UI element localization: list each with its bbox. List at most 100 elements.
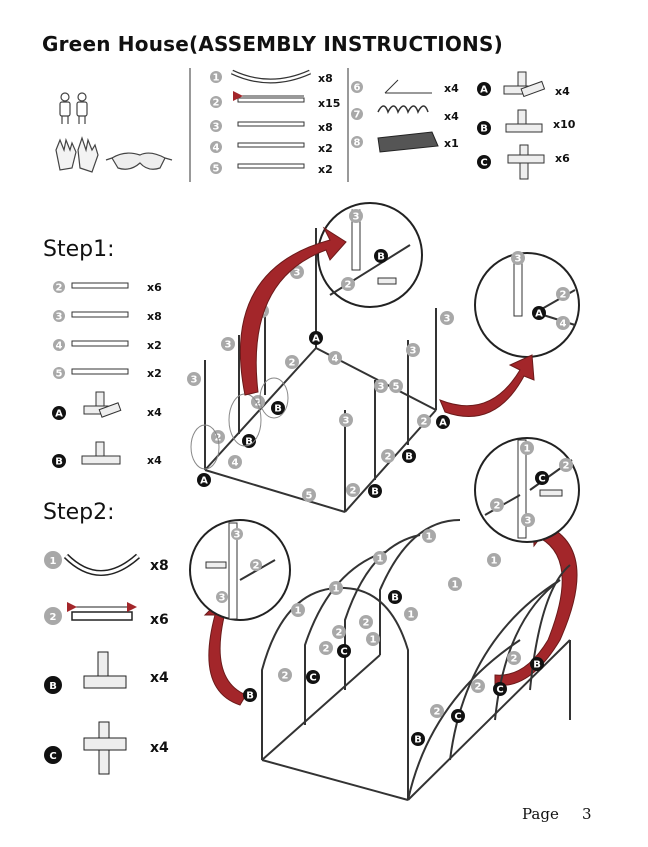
part-3-pipe: 3 [210,120,305,133]
workers-icon [59,92,88,124]
svg-text:C: C [309,673,316,684]
svg-text:1: 1 [295,606,302,617]
svg-text:1: 1 [452,580,459,591]
svg-text:B: B [414,735,422,746]
svg-text:C: C [480,158,487,169]
svg-text:1: 1 [370,635,377,646]
connector-A-qty: x4 [555,85,570,98]
svg-text:4: 4 [56,341,63,352]
connector-B-qty: x10 [553,118,576,131]
svg-text:1: 1 [213,73,220,84]
part-5-pipe: 5 [210,162,305,175]
svg-text:1: 1 [408,610,415,621]
svg-text:2: 2 [336,628,343,639]
part-2-qty: x15 [318,97,341,110]
svg-text:B: B [245,437,253,448]
step2-qty-1: x8 [150,558,169,574]
svg-text:B: B [480,124,488,135]
svg-text:B: B [371,487,379,498]
page-label: Page [522,805,559,823]
step2-part-1: 1 [44,551,140,576]
svg-text:3: 3 [56,312,63,323]
step1-frame-diagram [204,228,437,513]
part-6-qty: x4 [444,82,459,95]
step2-title: Step2: [43,500,115,525]
svg-text:2: 2 [56,283,63,294]
svg-text:3: 3 [343,416,350,427]
step1-qty-4: x2 [147,339,162,352]
svg-text:2: 2 [213,98,220,109]
svg-text:B: B [49,681,57,692]
svg-text:7: 7 [354,110,361,121]
svg-text:C: C [454,712,461,723]
svg-text:2: 2 [50,612,57,623]
svg-text:B: B [533,660,541,671]
svg-text:4: 4 [213,143,220,154]
svg-text:1: 1 [491,556,498,567]
part-1-qty: x8 [318,72,333,85]
svg-text:2: 2 [282,671,289,682]
step1-zoom-detail-1: 3 B 2 [317,202,423,308]
svg-text:2: 2 [255,398,262,409]
svg-text:3: 3 [294,268,301,279]
svg-text:2: 2 [385,452,392,463]
svg-text:2: 2 [560,290,567,301]
svg-text:3: 3 [515,254,522,265]
step2-part-2: 2 [44,602,137,625]
step1-part-4: 4 [53,339,129,352]
svg-text:C: C [340,647,347,658]
connector-C-icon: C [477,144,545,180]
page-number: 3 [582,805,592,823]
svg-text:2: 2 [511,654,518,665]
step1-connector-A: A [52,391,122,420]
step2-qty-C: x4 [150,740,169,756]
svg-text:1: 1 [426,532,433,543]
step1-part-3: 3 [53,310,129,323]
part-8-cover: 8 [351,131,439,153]
svg-text:A: A [535,309,543,320]
step2-connector-B: B [44,651,127,694]
connector-C-qty: x6 [555,152,570,165]
svg-text:3: 3 [219,593,226,604]
svg-text:1: 1 [524,444,531,455]
svg-text:1: 1 [333,584,340,595]
step1-qty-3: x8 [147,310,162,323]
svg-text:A: A [312,334,320,345]
part-3-qty: x8 [318,121,333,134]
step1-zoom-detail-2: 3 A 2 4 [474,251,580,358]
safety-glasses-icon [105,152,173,170]
part-7-clips: 7 [351,105,429,121]
step1-grey-badges: 3 3 3 3 2 4 2 2 4 3 3 5 3 3 2 2 2 5 [187,265,454,502]
curved-arrow-icon [203,226,578,706]
svg-text:2: 2 [345,280,352,291]
svg-text:2: 2 [421,417,428,428]
svg-text:2: 2 [494,501,501,512]
gloves-icon [55,136,99,173]
step2-zoom-detail-left: 3 2 3 [189,519,291,621]
connector-A-icon: A [477,71,546,98]
svg-text:2: 2 [289,358,296,369]
svg-text:C: C [538,474,545,485]
svg-text:2: 2 [323,644,330,655]
svg-text:3: 3 [410,346,417,357]
step2-qty-B: x4 [150,670,169,686]
svg-text:C: C [496,685,503,696]
part-8-qty: x1 [444,137,459,150]
part-7-qty: x4 [444,110,459,123]
svg-text:1: 1 [50,556,57,567]
svg-text:3: 3 [234,530,241,541]
svg-text:3: 3 [191,375,198,386]
svg-text:C: C [49,751,56,762]
svg-text:6: 6 [354,83,361,94]
step2-grey-badges: 1 1 1 1 1 1 1 1 2 2 2 2 2 2 2 [278,529,521,718]
svg-text:3: 3 [525,516,532,527]
svg-text:2: 2 [363,618,370,629]
step1-qty-B: x4 [147,454,162,467]
part-6-pin: 6 [351,79,432,94]
svg-text:3: 3 [213,122,220,133]
svg-text:1: 1 [377,554,384,565]
svg-text:5: 5 [306,491,313,502]
svg-text:2: 2 [434,707,441,718]
part-4-pipe: 4 [210,141,305,154]
svg-text:A: A [480,85,488,96]
